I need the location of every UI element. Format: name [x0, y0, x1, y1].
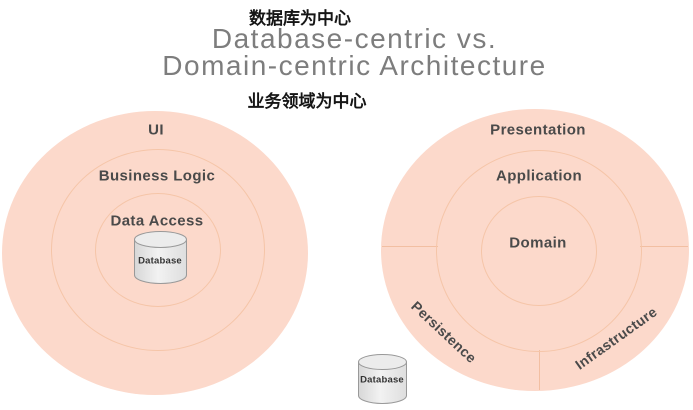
left-database-label: Database	[138, 255, 182, 267]
title-line-1: Database-centric vs.	[211, 23, 498, 54]
label-database-centric-cn: 数据库为中心	[249, 9, 351, 28]
left-inner-circle	[95, 193, 221, 307]
database-cylinder-icon	[358, 354, 407, 404]
right-sector-divider-right	[640, 246, 688, 247]
left-layer-business-logic-label: Business Logic	[98, 167, 216, 185]
right-middle-circle	[436, 150, 642, 352]
left-middle-circle	[51, 149, 265, 351]
label-domain-centric-cn: 业务领域为中心	[247, 92, 367, 111]
right-sector-divider-left	[382, 246, 438, 247]
right-layer-domain-label: Domain	[509, 234, 567, 252]
right-layer-application-label: Application	[495, 167, 583, 185]
left-layer-ui-label: UI	[148, 121, 164, 139]
right-layer-presentation-label: Presentation	[490, 121, 586, 139]
left-layer-data-access-label: Data Access	[110, 212, 204, 230]
database-cylinder-icon	[134, 231, 187, 284]
title-line-2: Domain-centric Architecture	[162, 50, 547, 81]
right-sector-divider-bottom	[539, 350, 540, 390]
right-database-label: Database	[360, 374, 404, 386]
right-inner-circle	[481, 196, 597, 306]
page-title: Database-centric vs. Domain-centric Arch…	[8, 23, 693, 81]
